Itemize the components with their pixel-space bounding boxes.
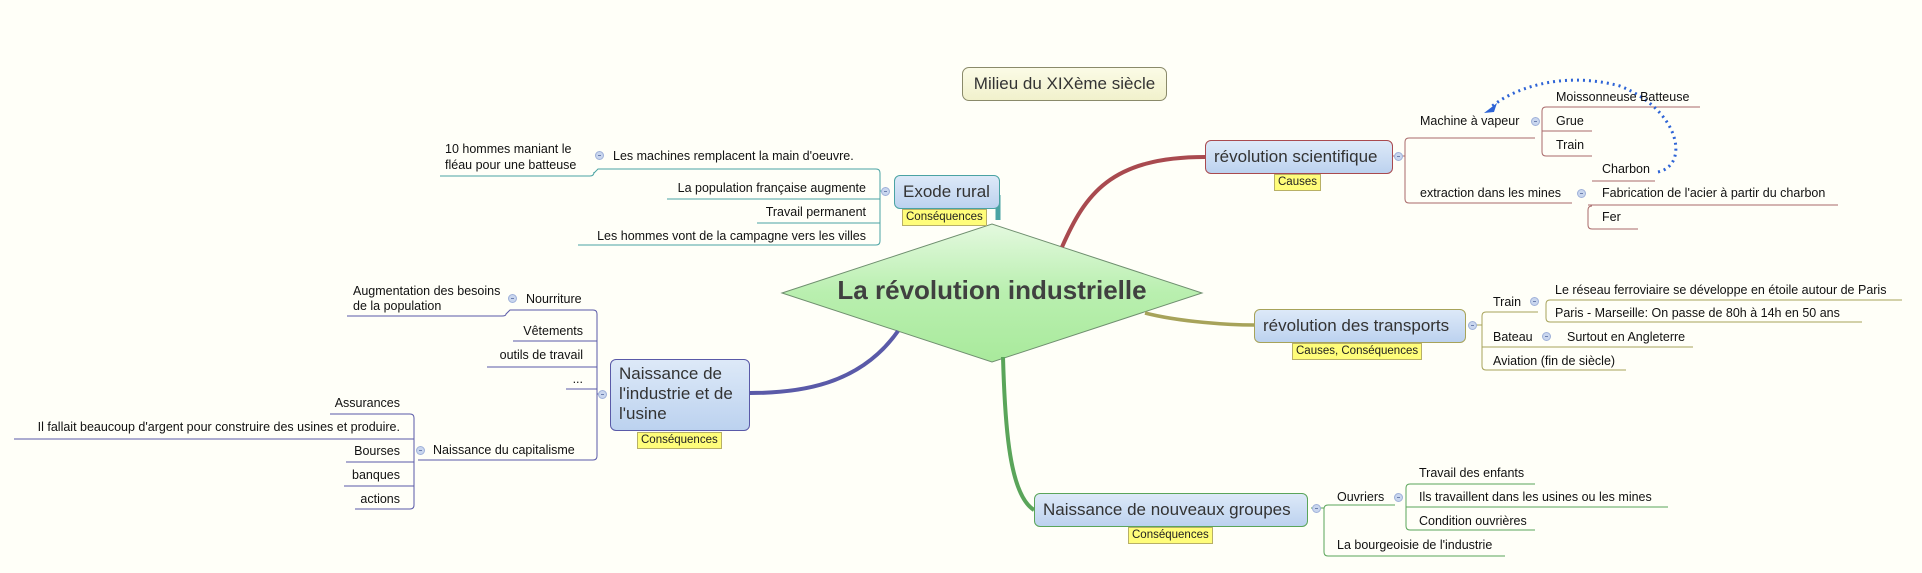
node-travail-permanent[interactable]: Travail permanent <box>765 205 866 219</box>
collapse-toggle-icon[interactable] <box>1468 321 1477 330</box>
node-10-hommes[interactable]: 10 hommes maniant le fléau pour une batt… <box>445 141 585 173</box>
collapse-toggle-icon[interactable] <box>1577 189 1586 198</box>
node-aviation[interactable]: Aviation (fin de siècle) <box>1493 354 1616 368</box>
collapse-toggle-icon[interactable] <box>416 446 425 455</box>
node-vetements[interactable]: Vêtements <box>523 324 583 338</box>
topic-exode-rural[interactable]: Exode rural <box>894 175 1000 209</box>
relationship-arrow <box>1488 78 1678 174</box>
node-population-augmente[interactable]: La population française augmente <box>677 181 866 195</box>
topic-nouveaux-groupes[interactable]: Naissance de nouveaux groupes <box>1034 493 1308 527</box>
node-text: Augmentation des besoins de la populatio… <box>353 284 501 313</box>
node-ouvriers[interactable]: Ouvriers <box>1337 490 1385 504</box>
node-bourses[interactable]: Bourses <box>354 444 400 458</box>
node-train-transport[interactable]: Train <box>1493 295 1522 309</box>
node-extraction-mines[interactable]: extraction dans les mines <box>1420 186 1562 200</box>
topic-title-line: l'usine <box>619 404 667 423</box>
floating-topic[interactable]: Milieu du XIXème siècle <box>962 67 1167 101</box>
topic-title: révolution scientifique <box>1214 147 1378 166</box>
node-fallait-argent[interactable]: Il fallait beaucoup d'argent pour constr… <box>37 420 400 434</box>
collapse-toggle-icon[interactable] <box>598 390 607 399</box>
node-fer[interactable]: Fer <box>1602 210 1621 224</box>
node-travail-enfants[interactable]: Travail des enfants <box>1419 466 1525 480</box>
node-text: 10 hommes maniant le fléau pour une batt… <box>445 142 577 172</box>
node-grue[interactable]: Grue <box>1556 114 1584 128</box>
node-assurances[interactable]: Assurances <box>334 396 400 410</box>
label-causes-consequences: Causes, Conséquences <box>1292 343 1423 360</box>
node-moissonneuse[interactable]: Moissonneuse Batteuse <box>1556 90 1690 104</box>
node-capitalisme[interactable]: Naissance du capitalisme <box>433 443 575 457</box>
collapse-toggle-icon[interactable] <box>881 187 890 196</box>
topic-industrie-usine[interactable]: Naissance de l'industrie et de l'usine <box>610 359 750 431</box>
node-fabrication-acier[interactable]: Fabrication de l'acier à partir du charb… <box>1602 186 1826 200</box>
node-bateau[interactable]: Bateau <box>1493 330 1533 344</box>
collapse-toggle-icon[interactable] <box>1394 493 1403 502</box>
central-topic-shape <box>780 223 1204 363</box>
label-consequences: Conséquences <box>637 432 722 449</box>
node-augmentation-besoins[interactable]: Augmentation des besoins de la populatio… <box>353 284 508 314</box>
collapse-toggle-icon[interactable] <box>1542 332 1551 341</box>
collapse-toggle-icon[interactable] <box>1394 152 1403 161</box>
node-surtout-angleterre[interactable]: Surtout en Angleterre <box>1567 330 1686 344</box>
node-bourgeoisie[interactable]: La bourgeoisie de l'industrie <box>1337 538 1493 552</box>
node-reseau-ferroviaire[interactable]: Le réseau ferroviaire se développe en ét… <box>1555 283 1887 297</box>
label-causes: Causes <box>1274 174 1321 191</box>
node-nourriture[interactable]: Nourriture <box>526 292 582 306</box>
node-condition-ouvrieres[interactable]: Condition ouvrières <box>1419 514 1527 528</box>
collapse-toggle-icon[interactable] <box>1312 504 1321 513</box>
node-train[interactable]: Train <box>1556 138 1585 152</box>
node-banques[interactable]: banques <box>352 468 400 482</box>
collapse-toggle-icon[interactable] <box>1530 297 1539 306</box>
label-consequences: Conséquences <box>902 209 987 226</box>
node-ellipsis[interactable]: ... <box>572 372 583 386</box>
topic-title-line: Naissance de <box>619 364 723 383</box>
topic-title: révolution des transports <box>1263 316 1450 335</box>
node-actions[interactable]: actions <box>360 492 400 506</box>
node-paris-marseille[interactable]: Paris - Marseille: On passe de 80h à 14h… <box>1555 306 1840 320</box>
node-machines-remplacent[interactable]: Les machines remplacent la main d'oeuvre… <box>613 149 854 163</box>
label-consequences: Conséquences <box>1128 527 1213 544</box>
collapse-toggle-icon[interactable] <box>595 151 604 160</box>
topic-title: Exode rural <box>903 182 990 201</box>
node-travaillent-usines[interactable]: Ils travaillent dans les usines ou les m… <box>1419 490 1652 504</box>
central-topic[interactable]: La révolution industrielle <box>837 275 1147 305</box>
collapse-toggle-icon[interactable] <box>1531 117 1540 126</box>
node-charbon[interactable]: Charbon <box>1602 162 1650 176</box>
node-hommes-villes[interactable]: Les hommes vont de la campagne vers les … <box>597 229 866 243</box>
topic-revolution-transports[interactable]: révolution des transports <box>1254 309 1466 343</box>
topic-revolution-scientifique[interactable]: révolution scientifique <box>1205 140 1393 174</box>
topic-title: Naissance de nouveaux groupes <box>1043 500 1291 519</box>
node-outils-travail[interactable]: outils de travail <box>499 348 583 362</box>
topic-title-line: l'industrie et de <box>619 384 733 403</box>
node-machine-a-vapeur[interactable]: Machine à vapeur <box>1420 114 1520 128</box>
collapse-toggle-icon[interactable] <box>508 294 517 303</box>
